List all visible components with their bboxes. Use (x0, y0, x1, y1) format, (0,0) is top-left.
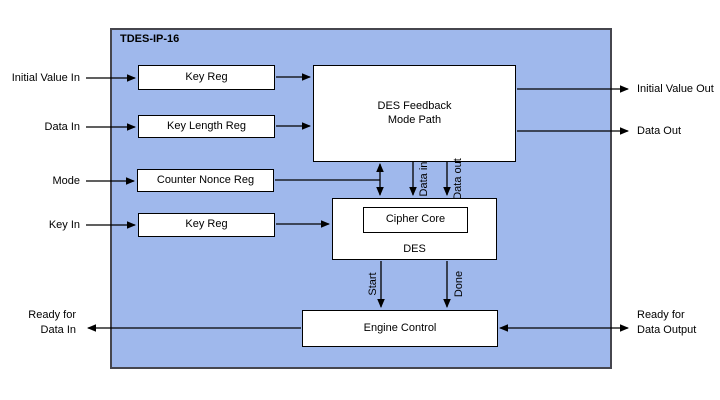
port-label-initial-value-out: Initial Value Out (637, 83, 714, 95)
block-engine-control: Engine Control (302, 310, 498, 347)
block-cipher-core: Cipher Core (363, 207, 468, 233)
port-label-ready-for-data-in: Ready for Data In (0, 308, 76, 338)
port-label-initial-value-in: Initial Value In (11, 72, 80, 84)
block-counter-nonce-reg: Counter Nonce Reg (137, 169, 274, 192)
ready-for-data-in-line1: Ready for (28, 309, 76, 321)
block-key-reg-2: Key Reg (138, 213, 275, 237)
block-key-reg-2-label: Key Reg (185, 218, 228, 231)
block-key-reg-1: Key Reg (138, 65, 275, 90)
ready-for-data-output-line2: Data Output (637, 324, 697, 336)
ready-for-data-in-line2: Data In (40, 324, 76, 336)
port-label-data-in: Data In (44, 121, 80, 133)
ready-for-data-output-line1: Ready for (637, 309, 685, 321)
signal-label-start: Start (367, 272, 379, 296)
diagram-title: TDES-IP-16 (120, 33, 180, 45)
port-label-data-out: Data Out (637, 125, 682, 137)
block-des-feedback-mode-path: DES Feedback Mode Path (313, 65, 516, 162)
block-key-reg-1-label: Key Reg (185, 70, 228, 83)
cipher-core-label: Cipher Core (385, 213, 446, 226)
block-des: Cipher Core DES (332, 198, 497, 260)
engine-control-label: Engine Control (363, 321, 437, 334)
des-label: DES (403, 243, 426, 255)
feedback-label-line1: DES Feedback (377, 99, 452, 112)
signal-label-done: Done (453, 270, 465, 298)
signal-label-data-out: Data out (452, 158, 464, 200)
port-label-mode: Mode (52, 175, 80, 187)
feedback-label-line2: Mode Path (387, 113, 442, 126)
port-label-key-in: Key In (48, 219, 80, 231)
signal-label-data-in: Data in (418, 161, 430, 197)
port-label-ready-for-data-output: Ready for Data Output (637, 308, 720, 338)
block-counter-nonce-reg-label: Counter Nonce Reg (156, 173, 255, 186)
block-key-length-reg-label: Key Length Reg (167, 119, 246, 132)
block-key-length-reg: Key Length Reg (138, 115, 275, 138)
